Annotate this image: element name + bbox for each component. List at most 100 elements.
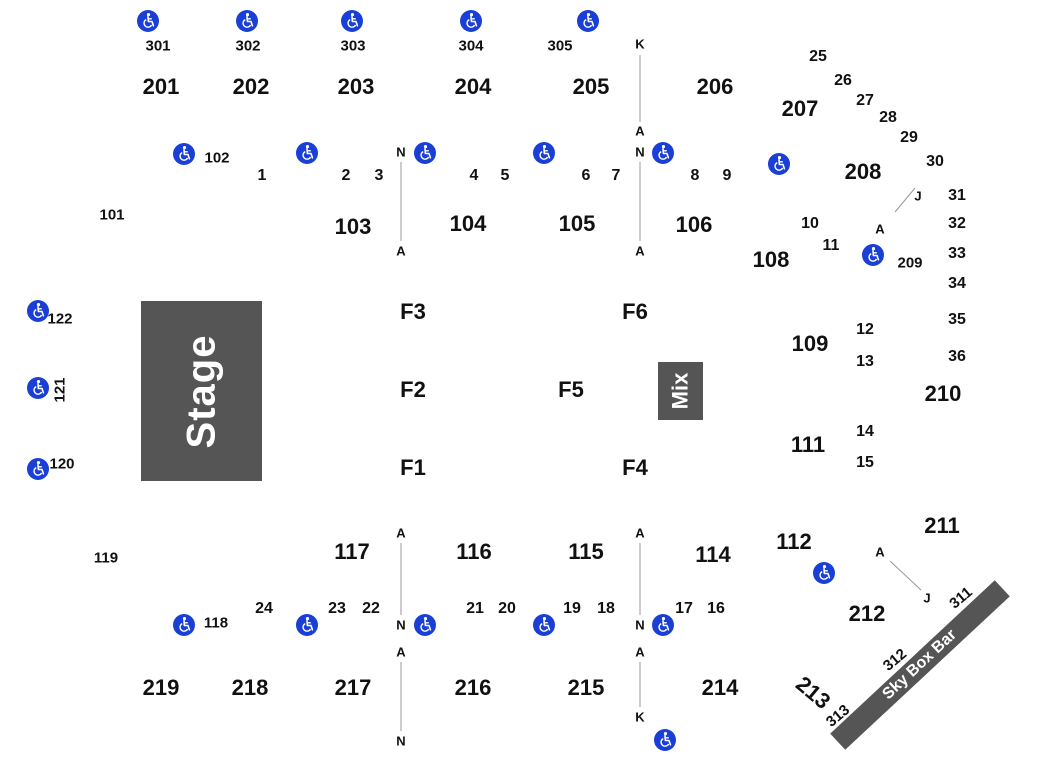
section-208[interactable]: 208	[844, 159, 882, 184]
section-9[interactable]: 9	[722, 167, 732, 184]
section-32[interactable]: 32	[948, 215, 966, 232]
section-204[interactable]: 204	[454, 74, 492, 99]
section-35[interactable]: 35	[948, 311, 966, 328]
wheelchair-icon[interactable]	[296, 614, 318, 636]
section-201[interactable]: 201	[142, 74, 180, 99]
section-115[interactable]: 115	[568, 539, 604, 564]
section-25[interactable]: 25	[809, 48, 827, 65]
wheelchair-icon[interactable]	[137, 10, 159, 32]
section-12[interactable]: 12	[856, 321, 874, 338]
section-216[interactable]: 216	[454, 675, 492, 700]
section-20[interactable]: 20	[498, 600, 516, 617]
wheelchair-icon[interactable]	[27, 458, 49, 480]
section-217[interactable]: 217	[334, 675, 372, 700]
section-14[interactable]: 14	[856, 423, 874, 440]
section-215[interactable]: 215	[567, 675, 605, 700]
wheelchair-icon[interactable]	[236, 10, 258, 32]
section-109[interactable]: 109	[791, 331, 829, 356]
section-105[interactable]: 105	[558, 211, 596, 236]
section-30[interactable]: 30	[926, 153, 944, 170]
section-27[interactable]: 27	[856, 92, 874, 109]
section-212[interactable]: 212	[848, 601, 886, 626]
section-304[interactable]: 304	[458, 37, 484, 55]
section-118[interactable]: 118	[203, 614, 229, 632]
section-24[interactable]: 24	[255, 600, 273, 617]
section-102[interactable]: 102	[204, 149, 230, 167]
section-120[interactable]: 120	[49, 455, 75, 473]
section-106[interactable]: 106	[675, 212, 713, 237]
wheelchair-icon[interactable]	[577, 10, 599, 32]
wheelchair-icon[interactable]	[813, 562, 835, 584]
section-17[interactable]: 17	[675, 600, 693, 617]
section-103[interactable]: 103	[334, 214, 372, 239]
section-29[interactable]: 29	[900, 129, 918, 146]
section-22[interactable]: 22	[362, 600, 380, 617]
wheelchair-icon[interactable]	[296, 142, 318, 164]
section-1[interactable]: 1	[257, 167, 267, 184]
section-f5[interactable]: F5	[558, 377, 584, 402]
section-4[interactable]: 4	[469, 167, 479, 184]
section-121[interactable]: 121	[51, 377, 69, 403]
section-33[interactable]: 33	[948, 245, 966, 262]
section-28[interactable]: 28	[879, 109, 897, 126]
section-209[interactable]: 209	[897, 254, 923, 272]
section-219[interactable]: 219	[142, 675, 180, 700]
section-7[interactable]: 7	[611, 167, 621, 184]
section-8[interactable]: 8	[690, 167, 700, 184]
section-3[interactable]: 3	[374, 167, 384, 184]
section-303[interactable]: 303	[340, 37, 366, 55]
section-6[interactable]: 6	[581, 167, 591, 184]
wheelchair-icon[interactable]	[460, 10, 482, 32]
wheelchair-icon[interactable]	[341, 10, 363, 32]
section-34[interactable]: 34	[948, 275, 966, 292]
section-104[interactable]: 104	[449, 211, 487, 236]
wheelchair-icon[interactable]	[414, 142, 436, 164]
section-19[interactable]: 19	[563, 600, 581, 617]
wheelchair-icon[interactable]	[652, 142, 674, 164]
wheelchair-icon[interactable]	[768, 153, 790, 175]
section-205[interactable]: 205	[572, 74, 610, 99]
section-111[interactable]: 111	[790, 432, 826, 457]
wheelchair-icon[interactable]	[862, 244, 884, 266]
section-116[interactable]: 116	[456, 539, 492, 564]
section-207[interactable]: 207	[781, 96, 819, 121]
section-13[interactable]: 13	[856, 353, 874, 370]
section-f2[interactable]: F2	[400, 377, 426, 402]
section-302[interactable]: 302	[235, 37, 261, 55]
wheelchair-icon[interactable]	[533, 142, 555, 164]
section-114[interactable]: 114	[695, 542, 731, 567]
section-112[interactable]: 112	[776, 529, 812, 554]
wheelchair-icon[interactable]	[414, 614, 436, 636]
wheelchair-icon[interactable]	[652, 614, 674, 636]
wheelchair-icon[interactable]	[654, 729, 676, 751]
section-214[interactable]: 214	[701, 675, 739, 700]
section-218[interactable]: 218	[231, 675, 269, 700]
section-122[interactable]: 122	[47, 310, 73, 328]
section-f1[interactable]: F1	[400, 455, 426, 480]
section-36[interactable]: 36	[948, 348, 966, 365]
section-10[interactable]: 10	[801, 215, 819, 232]
section-117[interactable]: 117	[334, 539, 370, 564]
section-2[interactable]: 2	[341, 167, 351, 184]
section-11[interactable]: 11	[822, 237, 840, 254]
section-15[interactable]: 15	[856, 454, 874, 471]
section-23[interactable]: 23	[328, 600, 346, 617]
section-31[interactable]: 31	[948, 187, 966, 204]
section-18[interactable]: 18	[597, 600, 615, 617]
section-21[interactable]: 21	[466, 600, 484, 617]
wheelchair-icon[interactable]	[27, 377, 49, 399]
section-101[interactable]: 101	[99, 206, 125, 224]
wheelchair-icon[interactable]	[173, 614, 195, 636]
section-305[interactable]: 305	[547, 37, 573, 55]
section-f4[interactable]: F4	[622, 455, 648, 480]
wheelchair-icon[interactable]	[533, 614, 555, 636]
section-26[interactable]: 26	[834, 72, 852, 89]
section-206[interactable]: 206	[696, 74, 734, 99]
section-210[interactable]: 210	[924, 381, 962, 406]
section-301[interactable]: 301	[145, 37, 171, 55]
section-203[interactable]: 203	[337, 74, 375, 99]
section-f6[interactable]: F6	[622, 299, 648, 324]
section-f3[interactable]: F3	[400, 299, 426, 324]
wheelchair-icon[interactable]	[27, 300, 49, 322]
section-211[interactable]: 211	[924, 513, 960, 538]
